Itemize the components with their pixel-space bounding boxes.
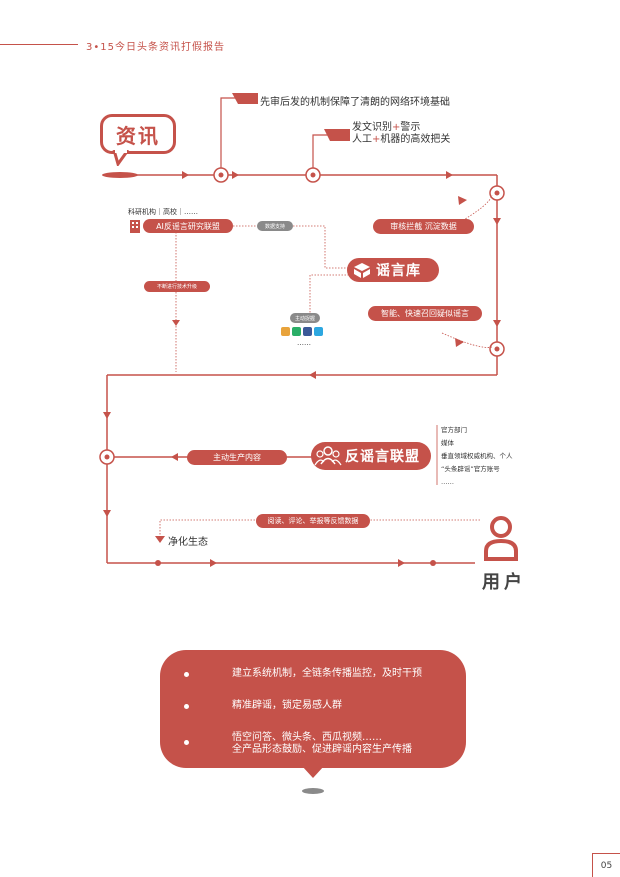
alliance-member: “头条辟谣”官方账号	[441, 465, 500, 473]
alliance-member: 媒体	[441, 439, 454, 447]
page-header-title: 3•15今日头条资讯打假报告	[86, 42, 225, 53]
news-node: 资讯	[100, 114, 176, 154]
alliance-member: ……	[441, 478, 454, 486]
arrow-top-2	[232, 171, 239, 179]
user-label: 用户	[482, 572, 526, 593]
arrow-top-3	[446, 171, 453, 179]
alliance-label: 反谣言联盟	[345, 449, 420, 465]
intercept-pill: 审核拦截 沉淀数据	[373, 219, 474, 234]
produce-pill: 主动生产内容	[187, 450, 287, 465]
news-label: 资讯	[116, 123, 160, 148]
alliance-member: 垂直领域权威机构、个人	[441, 452, 513, 460]
weibo-icon	[281, 327, 290, 336]
wechat-icon	[292, 327, 301, 336]
arrow-top-1	[182, 171, 189, 179]
news-base-shadow	[102, 172, 138, 178]
rumor-db-label: 谣言库	[376, 263, 421, 279]
alliance-node: 反谣言联盟	[311, 442, 431, 470]
arrow-left-down-2	[103, 510, 111, 517]
arrow-right-down-1	[493, 218, 501, 225]
ai-alliance-pill: AI反谣言研究联盟	[143, 219, 233, 233]
tech-upgrade-pill: 不断进行技术升级	[144, 281, 210, 292]
summary-pointer	[302, 766, 324, 794]
callout-first-review: 先审后发的机制保障了清朗的网络环境基础	[260, 97, 450, 108]
research-label: 科研机构｜高校｜……	[128, 208, 198, 216]
recall-pill: 智能、快速召回疑似谣言	[368, 306, 482, 321]
header-rule	[0, 44, 78, 45]
social-ellipsis: ……	[297, 339, 311, 347]
arrow-right-down-2	[493, 320, 501, 327]
alliance-member: 官方部门	[441, 426, 467, 434]
social-icons	[281, 327, 323, 336]
box-icon	[354, 263, 370, 278]
arrow-bottom-2	[398, 559, 405, 567]
twitter-icon	[314, 327, 323, 336]
facebook-icon	[303, 327, 312, 336]
rumor-db-node: 谣言库	[347, 258, 439, 282]
purify-label: 净化生态	[168, 537, 208, 548]
user-icon	[484, 516, 518, 561]
arrow-left-down	[103, 412, 111, 419]
summary-box	[160, 650, 466, 768]
feedback-pill: 阅读、评论、举报等反馈数据	[256, 514, 370, 528]
arrow-bottom-1	[210, 559, 217, 567]
news-bubble-tail	[112, 150, 130, 166]
callout-identify: 发文识别+警示 人工+机器的高效把关	[352, 122, 451, 145]
alliance-members: 官方部门 媒体 垂直领域权威机构、个人 “头条辟谣”官方账号 ……	[441, 424, 513, 489]
building-icon	[130, 220, 140, 233]
people-icon	[314, 446, 342, 466]
data-support-pill: 数据支持	[257, 221, 293, 231]
arrow-mid-left	[309, 371, 316, 379]
active-capture-pill: 主动捉握	[290, 313, 320, 323]
page-number: 05	[592, 853, 620, 877]
